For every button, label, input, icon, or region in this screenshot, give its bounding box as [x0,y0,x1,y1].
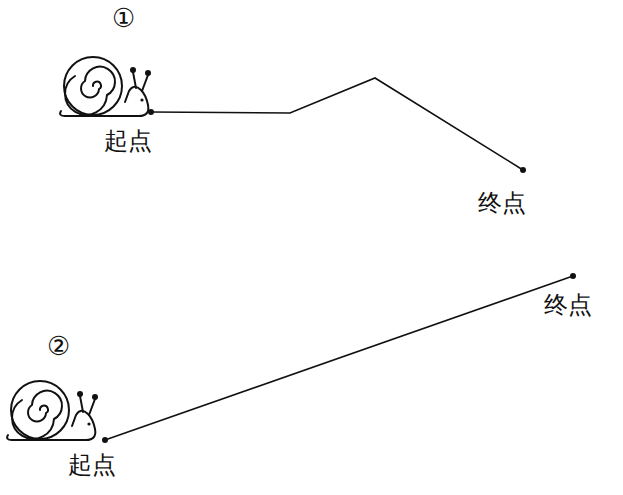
point-dot [102,437,108,443]
route-path [105,276,573,440]
snail [60,57,151,116]
callout-number: ① [112,4,135,33]
callout-number: ② [47,332,70,361]
end-label: 终点 [544,292,592,318]
end-label: 终点 [478,190,526,216]
start-label: 起点 [104,128,152,154]
start-label: 起点 [68,452,116,478]
snail [7,381,98,440]
point-dot [570,273,576,279]
route-path [151,78,523,170]
point-dot [148,109,154,115]
point-dot [520,167,526,173]
